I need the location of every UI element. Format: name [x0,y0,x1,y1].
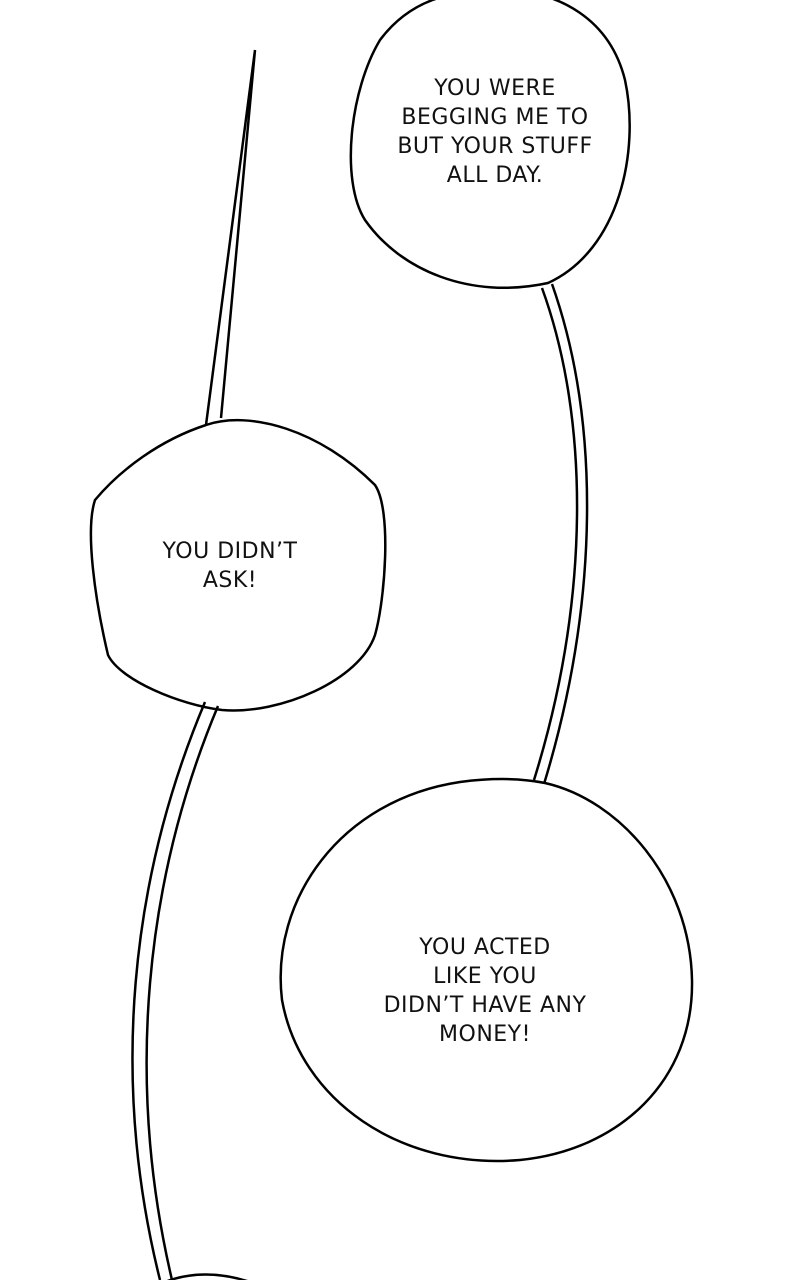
connector-tail-left [131,701,220,1280]
speech-bubble-bottom-right [279,777,694,1163]
bubble-text-bottom-right: YOU ACTED LIKE YOU DIDN’T HAVE ANY MONEY… [383,935,587,1047]
pointer-tail-left [204,49,257,426]
speech-bubble-top-right [349,0,631,290]
connector-tail-right [532,283,589,785]
speech-bubble-partial-bottom [166,1273,248,1280]
speech-bubble-middle-left [89,418,387,712]
bubble-text-middle-left: YOU DIDN’T ASK! [162,539,298,593]
bubble-text-top-right: YOU WERE BEGGING ME TO BUT YOUR STUFF AL… [397,76,593,188]
